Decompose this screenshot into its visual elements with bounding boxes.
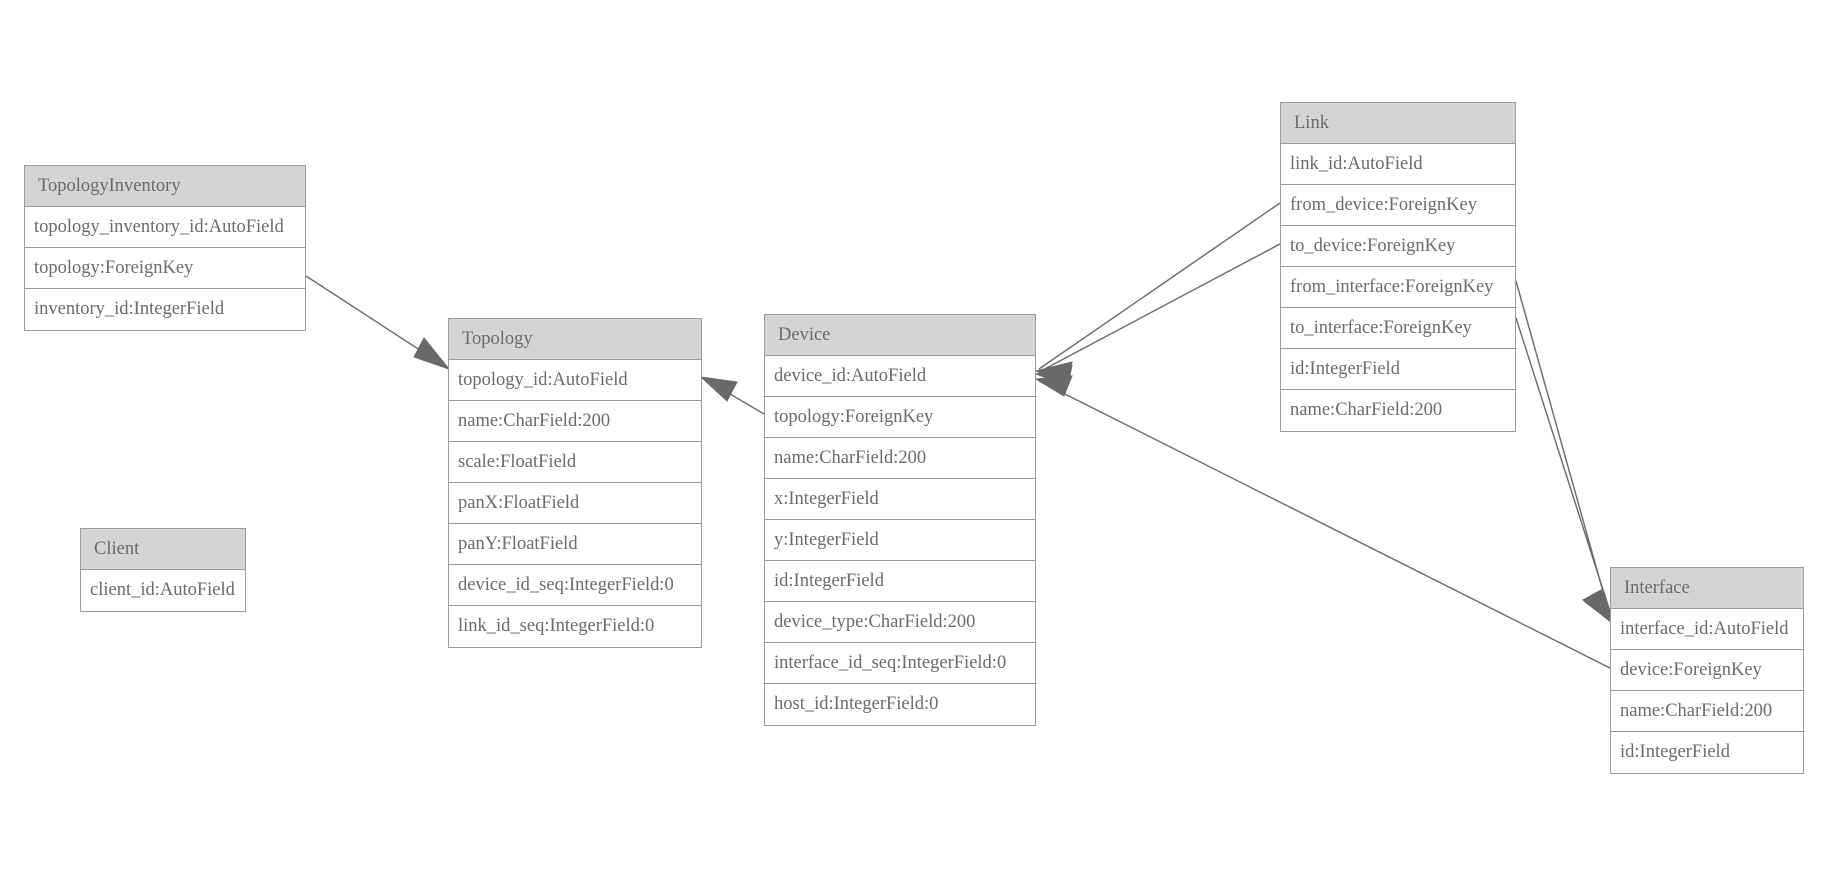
- entity-field: name:CharField:200: [765, 438, 1035, 479]
- entity-title-device: Device: [765, 315, 1035, 356]
- entity-field: from_interface:ForeignKey: [1281, 267, 1515, 308]
- relationship-line: [1038, 202, 1281, 370]
- entity-field: client_id:AutoField: [81, 570, 245, 611]
- entity-field: interface_id_seq:IntegerField:0: [765, 643, 1035, 684]
- arrowhead-icon: [1034, 364, 1073, 387]
- arrowhead-icon: [413, 337, 451, 371]
- entity-field: device_id_seq:IntegerField:0: [449, 565, 701, 606]
- entity-field: device:ForeignKey: [1611, 650, 1803, 691]
- relationship-device-to-topology: [699, 376, 765, 415]
- entity-field: topology_inventory_id:AutoField: [25, 207, 305, 248]
- relationship-topologyinventory-to-topology: [305, 275, 451, 371]
- relationship-line: [1038, 243, 1281, 373]
- entity-field: topology:ForeignKey: [765, 397, 1035, 438]
- entity-title-client: Client: [81, 529, 245, 570]
- relationship-link-to-interface-to-interface: [1515, 317, 1615, 626]
- entity-field: device_type:CharField:200: [765, 602, 1035, 643]
- entity-field: name:CharField:200: [1281, 390, 1515, 431]
- entity-field: link_id:AutoField: [1281, 144, 1515, 185]
- entity-field: name:CharField:200: [1611, 691, 1803, 732]
- entity-field: id:IntegerField: [1611, 732, 1803, 773]
- entity-field: link_id_seq:IntegerField:0: [449, 606, 701, 647]
- entity-field: device_id:AutoField: [765, 356, 1035, 397]
- relationship-line: [305, 275, 450, 370]
- entity-field: to_device:ForeignKey: [1281, 226, 1515, 267]
- entity-title-link: Link: [1281, 103, 1515, 144]
- entity-field: from_device:ForeignKey: [1281, 185, 1515, 226]
- entity-field: scale:FloatField: [449, 442, 701, 483]
- entity-field: inventory_id:IntegerField: [25, 289, 305, 330]
- entity-field: id:IntegerField: [1281, 349, 1515, 390]
- entity-field: topology:ForeignKey: [25, 248, 305, 289]
- arrowhead-icon: [699, 376, 738, 402]
- entity-field: y:IntegerField: [765, 520, 1035, 561]
- arrowhead-icon: [1034, 361, 1073, 383]
- entity-field: to_interface:ForeignKey: [1281, 308, 1515, 349]
- entity-field: host_id:IntegerField:0: [765, 684, 1035, 725]
- relationship-link-from-device-to-device: [1034, 202, 1281, 383]
- relationship-link-to-device-to-device: [1034, 243, 1281, 387]
- entity-field: id:IntegerField: [765, 561, 1035, 602]
- entity-field: panX:FloatField: [449, 483, 701, 524]
- relationship-line: [702, 377, 765, 415]
- entity-title-interface: Interface: [1611, 568, 1803, 609]
- relationship-line: [1515, 317, 1614, 622]
- entity-title-topologyinventory: TopologyInventory: [25, 166, 305, 207]
- relationship-link-from-interface-to-interface: [1515, 280, 1614, 625]
- entity-field: topology_id:AutoField: [449, 360, 701, 401]
- entity-field: interface_id:AutoField: [1611, 609, 1803, 650]
- entity-field: name:CharField:200: [449, 401, 701, 442]
- arrowhead-icon: [1034, 375, 1073, 397]
- arrowhead-icon: [1582, 589, 1614, 625]
- entity-title-topology: Topology: [449, 319, 701, 360]
- entity-field: x:IntegerField: [765, 479, 1035, 520]
- entity-field: panY:FloatField: [449, 524, 701, 565]
- relationship-line: [1515, 280, 1612, 621]
